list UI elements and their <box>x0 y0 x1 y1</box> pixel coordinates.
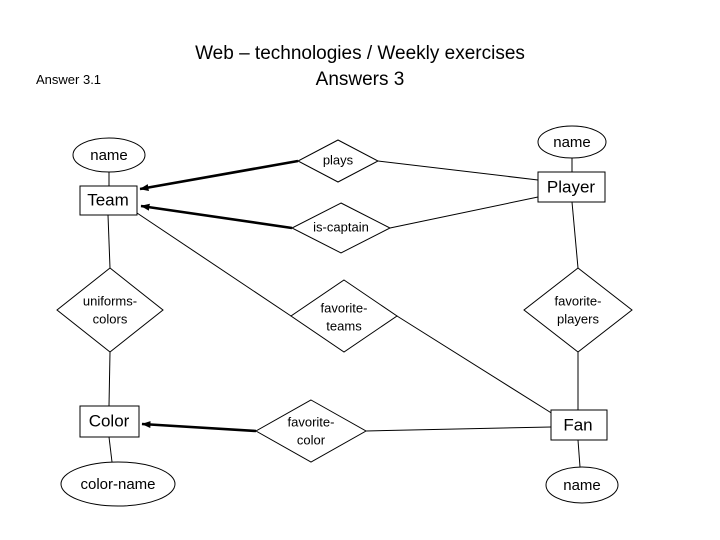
attribute-fan-name: name <box>545 466 619 504</box>
relationship-label-line1: favorite- <box>321 300 368 315</box>
entity-color: Color <box>79 405 140 438</box>
uniforms-colors-to-color <box>108 351 111 407</box>
relationship-favorite-players: favorite- players <box>523 267 633 353</box>
page-title: Web – technologies / Weekly exercises An… <box>120 41 600 93</box>
title-line-2: Answers 3 <box>315 69 405 90</box>
entity-label: Player <box>547 177 596 196</box>
entity-label: Color <box>89 411 130 430</box>
relationship-label-line2: color <box>297 432 326 447</box>
entity-team: Team <box>79 185 138 216</box>
relationship-label-line1: favorite- <box>555 293 602 308</box>
entity-label: Team <box>87 190 129 209</box>
relationship-is-captain: is-captain <box>290 202 392 254</box>
relationship-label-line2: colors <box>93 311 128 326</box>
relationship-label-line2: teams <box>326 318 362 333</box>
plays-to-player <box>377 160 539 181</box>
is-captain-to-team <box>140 203 293 230</box>
relationship-favorite-color: favorite- color <box>254 399 368 463</box>
attribute-color-name: color-name <box>60 461 176 507</box>
attribute-label: name <box>563 477 601 494</box>
attribute-label: name <box>553 134 591 151</box>
fan-to-fan-name <box>577 439 581 468</box>
edge-layer <box>107 158 581 468</box>
relationship-uniforms-colors: uniforms- colors <box>56 267 164 353</box>
relationship-label-line1: uniforms- <box>83 293 137 308</box>
favorite-color-to-fan <box>365 426 552 432</box>
is-captain-to-player <box>389 196 539 229</box>
attribute-player-name: name <box>537 125 607 159</box>
relationship-favorite-teams: favorite- teams <box>290 279 398 353</box>
relationship-label: plays <box>323 152 354 167</box>
answer-label: Answer 3.1 <box>36 72 102 87</box>
player-to-favorite-players <box>571 201 579 269</box>
relationship-label-line1: favorite- <box>288 414 335 429</box>
entity-player: Player <box>537 171 606 203</box>
favorite-color-to-color <box>141 421 257 433</box>
team-to-uniforms-colors <box>107 214 111 269</box>
color-to-color-name <box>108 436 113 463</box>
relationship-plays: plays <box>296 139 380 183</box>
entity-label: Fan <box>563 415 592 434</box>
entity-fan: Fan <box>550 409 608 441</box>
relationship-label-line2: players <box>557 311 599 326</box>
attribute-team-name: name <box>72 137 146 173</box>
plays-to-team <box>139 159 299 191</box>
attribute-label: color-name <box>80 476 155 493</box>
attribute-label: name <box>90 147 128 164</box>
favorite-teams-to-fan <box>396 315 554 415</box>
relationship-label: is-captain <box>313 219 369 234</box>
team-to-favorite-teams <box>136 212 292 317</box>
title-line-1: Web – technologies / Weekly exercises <box>195 43 525 64</box>
